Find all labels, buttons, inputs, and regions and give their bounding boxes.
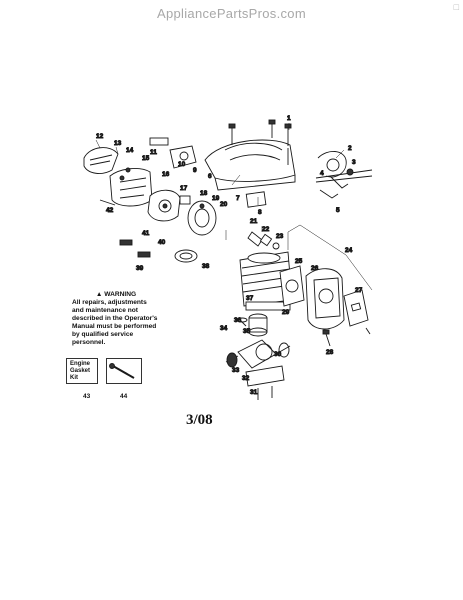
callout-29: 29	[282, 309, 290, 316]
callout-14: 14	[126, 147, 134, 154]
callout-7: 7	[236, 195, 240, 202]
callout-4: 4	[320, 170, 324, 177]
callout-10: 10	[178, 161, 186, 168]
cylinder-part[interactable]	[239, 251, 293, 311]
gasket-kit-number: 43	[83, 393, 91, 400]
watermark: AppliancePartsPros.com	[157, 6, 306, 21]
callout-23: 23	[276, 233, 284, 240]
tool-box[interactable]	[106, 358, 142, 384]
callout-20: 20	[220, 201, 228, 208]
callout-17: 17	[180, 185, 188, 192]
callout-31: 31	[250, 389, 258, 396]
gasket-part[interactable]	[279, 265, 305, 307]
callout-27: 27	[355, 287, 363, 294]
callout-6: 6	[208, 173, 212, 180]
callout-34: 34	[220, 325, 228, 332]
callout-12: 12	[96, 133, 104, 140]
callout-15: 15	[142, 155, 150, 162]
callout-37: 37	[246, 295, 254, 302]
callout-9: 9	[193, 167, 197, 174]
washer-part[interactable]	[272, 242, 280, 250]
carburetor-part[interactable]	[147, 137, 197, 222]
engine-gasket-kit-box[interactable]: Engine Gasket Kit	[66, 358, 98, 384]
callout-33: 33	[232, 367, 240, 374]
callout-25: 25	[295, 258, 303, 265]
callout-8: 8	[258, 209, 262, 216]
callout-11: 11	[150, 149, 157, 156]
close-icon[interactable]: □	[453, 2, 459, 12]
callout-41: 41	[142, 230, 150, 237]
spark-plug-part[interactable]	[247, 231, 273, 247]
tool-number: 44	[120, 393, 128, 400]
gasket-kit-label: Engine Gasket Kit	[70, 361, 91, 381]
callout-labels: 1 2 3 4 5 6 7 8 9 10 11 12 13 14 15 16 1…	[96, 115, 364, 397]
callout-2: 2	[348, 145, 352, 152]
callout-18: 18	[200, 190, 208, 197]
callout-22: 22	[262, 226, 270, 233]
callout-24: 24	[345, 247, 353, 254]
decal-part[interactable]	[245, 191, 267, 208]
warning-text: All repairs, adjustments and maintenance…	[72, 299, 158, 346]
crankcase-part[interactable]	[245, 365, 285, 400]
callout-1: 1	[287, 115, 291, 122]
callout-36: 36	[234, 317, 242, 324]
callout-13: 13	[114, 140, 122, 147]
intake-part[interactable]	[119, 200, 217, 263]
callout-38: 38	[202, 263, 210, 270]
callout-21: 21	[250, 218, 258, 225]
screw-part[interactable]	[228, 119, 292, 165]
callout-5: 5	[336, 207, 340, 214]
callout-26: 26	[311, 265, 319, 272]
callout-42: 42	[106, 207, 114, 214]
warning-notice: ▲ WARNING All repairs, adjustments and m…	[72, 291, 160, 347]
callout-32: 32	[242, 375, 250, 382]
crankshaft-part[interactable]	[225, 339, 291, 369]
date-code: 3/08	[186, 412, 213, 428]
callout-30: 30	[274, 351, 282, 358]
callout-19: 19	[212, 195, 220, 202]
callout-39: 39	[136, 265, 144, 272]
air-filter-assembly-part[interactable]	[83, 147, 153, 207]
callout-40: 40	[158, 239, 166, 246]
muffler-screw-part[interactable]	[322, 327, 371, 347]
piston-part[interactable]	[236, 313, 268, 337]
callout-3: 3	[352, 159, 356, 166]
callout-16: 16	[162, 171, 170, 178]
callout-35: 35	[243, 328, 251, 335]
muffler-part[interactable]	[305, 268, 369, 330]
warning-title: ▲ WARNING	[95, 291, 137, 298]
callout-28: 28	[326, 349, 334, 356]
engine-cover-part[interactable]	[204, 139, 296, 191]
bracket-part[interactable]	[315, 151, 373, 199]
